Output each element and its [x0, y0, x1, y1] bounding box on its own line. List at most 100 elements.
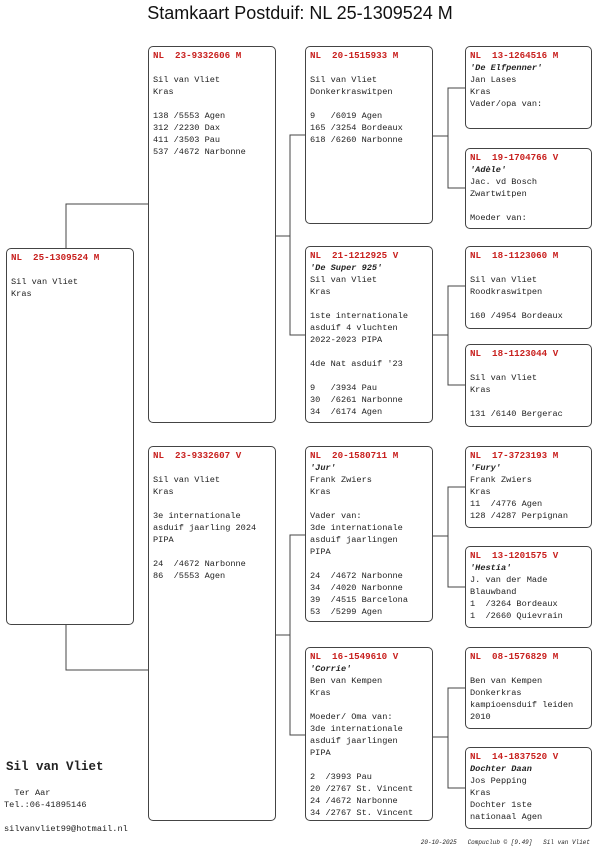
info-line	[310, 498, 428, 510]
info-line: 1 /2660 Quievrain	[470, 611, 563, 621]
info-line: 9 /3934 Pau	[310, 383, 378, 393]
info-line: 3de internationale	[310, 523, 403, 533]
info-line: Blauwband	[470, 587, 517, 597]
info-line: Sil van Vliet	[153, 75, 221, 85]
owner-name: Sil van Vliet	[6, 760, 104, 774]
info-line: 2 /3993 Pau	[310, 772, 372, 782]
info-line: asduif jaarlingen	[310, 535, 398, 545]
info-line: 128 /4287 Perpignan	[470, 511, 568, 521]
ring-number: NL 08-1576829 M	[470, 651, 559, 662]
bird-name: 'Fury'	[470, 463, 501, 473]
info-line: Jos Pepping	[470, 776, 527, 786]
info-line: Kras	[310, 287, 331, 297]
info-line: Jac. vd Bosch	[470, 177, 538, 187]
info-line: 138 /5553 Agen	[153, 111, 226, 121]
info-line: 11 /4776 Agen	[470, 499, 543, 509]
info-line	[470, 262, 587, 274]
info-line	[470, 298, 587, 310]
info-line	[470, 663, 587, 675]
ring-number: NL 23-9332607 V	[153, 450, 242, 461]
info-line: 160 /4954 Bordeaux	[470, 311, 563, 321]
info-line	[310, 759, 428, 771]
info-line: 24 /4672 Narbonne	[310, 571, 403, 581]
info-line: Ben van Kempen	[470, 676, 543, 686]
owner-phone: Tel.:06-41895146	[4, 800, 87, 810]
info-line: Dochter 1ste	[470, 800, 532, 810]
info-line: Frank Zwiers	[470, 475, 532, 485]
info-line: Sil van Vliet	[310, 275, 378, 285]
info-line: Roodkraswitpen	[470, 287, 543, 297]
info-line: 1 /3264 Bordeaux	[470, 599, 558, 609]
info-line: 53 /5299 Agen	[310, 607, 383, 617]
info-line: asduif jaarlingen	[310, 736, 398, 746]
bird-name: 'Adèle'	[470, 165, 507, 175]
info-line	[470, 396, 587, 408]
info-line	[11, 264, 129, 276]
ring-number: NL 13-1264516 M	[470, 50, 559, 61]
info-line: Kras	[153, 87, 174, 97]
info-line: 30 /6261 Narbonne	[310, 395, 403, 405]
info-line: Kras	[470, 487, 491, 497]
info-line: 20 /2767 St. Vincent	[310, 784, 414, 794]
info-line: 312 /2230 Dax	[153, 123, 221, 133]
info-line: 4de Nat asduif '23	[310, 359, 403, 369]
info-line: Sil van Vliet	[11, 277, 79, 287]
info-line: Kras	[470, 385, 491, 395]
bird-name: 'Hestia'	[470, 563, 512, 573]
owner-email: silvanvliet99@hotmail.nl	[4, 824, 128, 834]
info-line: 411 /3503 Pau	[153, 135, 221, 145]
info-line	[153, 462, 271, 474]
info-line	[470, 200, 587, 212]
info-line: Zwartwitpen	[470, 189, 527, 199]
page-title: Stamkaart Postduif: NL 25-1309524 M	[147, 3, 453, 23]
bird-name: 'Corrie'	[310, 664, 352, 674]
info-line: Jan Lases	[470, 75, 517, 85]
info-line: 34 /4020 Narbonne	[310, 583, 403, 593]
bird-name: 'De Super 925'	[310, 263, 383, 273]
ring-number: NL 18-1123044 V	[470, 348, 559, 359]
info-line: Donkerkras	[470, 688, 522, 698]
ring-number: NL 14-1837520 V	[470, 751, 559, 762]
bird-name: 'Jur'	[310, 463, 336, 473]
info-line	[310, 346, 428, 358]
info-line: 39 /4515 Barcelona	[310, 595, 408, 605]
info-line: 3de internationale	[310, 724, 403, 734]
info-line: 2022-2023 PIPA	[310, 335, 383, 345]
info-line	[153, 62, 271, 74]
ring-number: NL 13-1201575 V	[470, 550, 559, 561]
info-line: 537 /4672 Narbonne	[153, 147, 246, 157]
info-line: Moeder/ Oma van:	[310, 712, 393, 722]
info-line: PIPA	[310, 748, 331, 758]
info-line: Vader/opa van:	[470, 99, 543, 109]
ring-number: NL 16-1549610 V	[310, 651, 399, 662]
info-line: kampioensduif leiden	[470, 700, 574, 710]
info-line: Sil van Vliet	[153, 475, 221, 485]
bird-name: Dochter Daan	[470, 764, 532, 774]
info-line: 3e internationale	[153, 511, 241, 521]
ring-number: NL 25-1309524 M	[11, 252, 100, 263]
info-line	[310, 62, 428, 74]
ring-number: NL 23-9332606 M	[153, 50, 242, 61]
ring-number: NL 19-1704766 V	[470, 152, 559, 163]
info-line	[153, 546, 271, 558]
pedigree-card-fm: NL 21-1212925 V'De Super 925'Sil van Vli…	[305, 246, 433, 423]
info-line: Sil van Vliet	[470, 373, 538, 383]
info-line: Vader van:	[310, 511, 362, 521]
ring-number: NL 20-1580711 M	[310, 450, 399, 461]
ring-number: NL 18-1123060 M	[470, 250, 559, 261]
footer-text: 20-10-2025 Compuclub © [9.49] Sil van Vl…	[420, 839, 590, 846]
info-line	[310, 298, 428, 310]
info-line	[470, 360, 587, 372]
info-line: PIPA	[310, 547, 331, 557]
